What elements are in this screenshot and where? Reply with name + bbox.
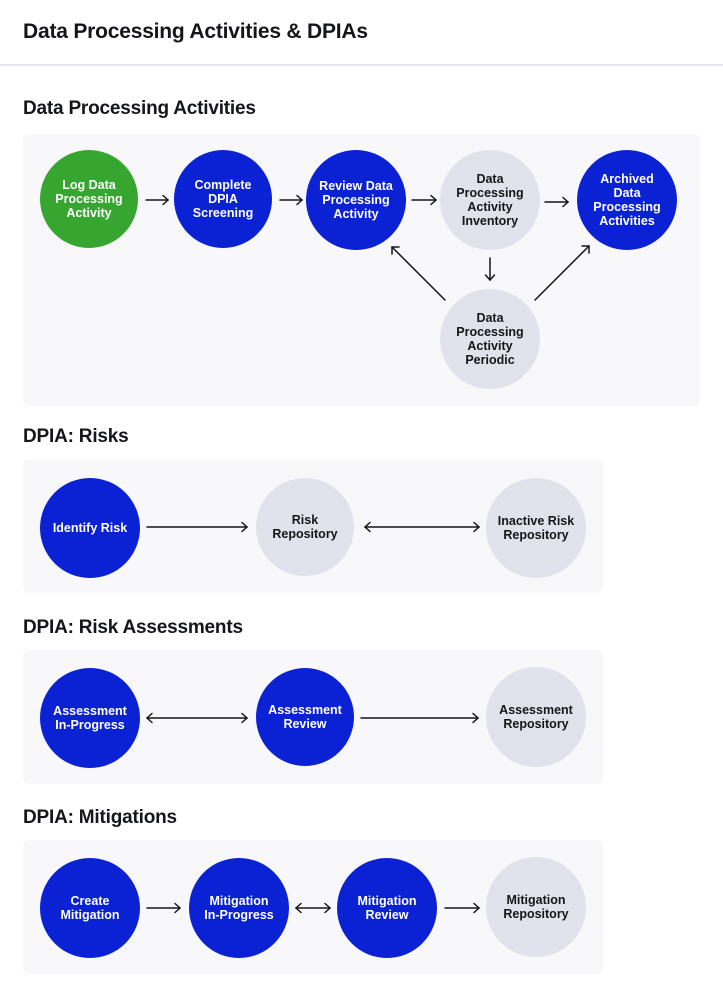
node-identify-risk[interactable]: Identify Risk xyxy=(40,478,140,578)
node-complete-dpia-screening[interactable]: Complete DPIA Screening xyxy=(174,150,272,248)
page-header: Data Processing Activities & DPIAs xyxy=(0,0,723,66)
node-label: Assessment Repository xyxy=(499,703,573,731)
arrow-identify-to-repository xyxy=(146,521,249,533)
node-label: Complete DPIA Screening xyxy=(192,178,254,220)
node-label: Archived Data Processing Activities xyxy=(593,172,661,228)
mitigations-arrows xyxy=(146,902,481,914)
arrow-log-to-screening xyxy=(145,194,170,206)
node-create-mitigation[interactable]: Create Mitigation xyxy=(40,858,140,958)
assessments-arrows xyxy=(145,712,480,724)
node-label: Assessment Review xyxy=(268,703,342,731)
node-label: Identify Risk xyxy=(52,521,128,535)
node-archived-dpa[interactable]: Archived Data Processing Activities xyxy=(577,150,677,250)
arrow-screening-to-review xyxy=(279,194,304,206)
node-label: Mitigation Review xyxy=(357,894,417,922)
arrow-repository-inactive-bidirectional xyxy=(363,521,481,533)
section-title-risks: DPIA: Risks xyxy=(23,426,129,447)
section-title-mitigations: DPIA: Mitigations xyxy=(23,807,177,828)
section-title-assessments: DPIA: Risk Assessments xyxy=(23,617,243,638)
node-label: Mitigation In-Progress xyxy=(204,894,274,922)
node-label: Risk Repository xyxy=(272,513,338,541)
arrow-review-to-inventory xyxy=(411,194,438,206)
node-mitigation-repository[interactable]: Mitigation Repository xyxy=(486,857,586,957)
dpa-arrows xyxy=(145,194,590,301)
arrow-inprogress-review-bidirectional xyxy=(145,712,249,724)
node-label: Create Mitigation xyxy=(60,894,120,922)
arrow-create-to-inprogress xyxy=(146,902,182,914)
node-label: Mitigation Repository xyxy=(503,893,569,921)
node-mitigation-in-progress[interactable]: Mitigation In-Progress xyxy=(189,858,289,958)
node-dpa-periodic[interactable]: Data Processing Activity Periodic xyxy=(440,289,540,389)
node-label: Data Processing Activity Inventory xyxy=(456,172,524,228)
node-label: Data Processing Activity Periodic xyxy=(456,311,524,367)
arrow-review-to-repository xyxy=(360,712,480,724)
node-label: Review Data Processing Activity xyxy=(319,179,393,221)
node-label: Inactive Risk Repository xyxy=(497,514,575,542)
assessments-flow-panel: Assessment In-Progress Assessment Review… xyxy=(23,650,603,784)
node-assessment-in-progress[interactable]: Assessment In-Progress xyxy=(40,668,140,768)
arrow-inventory-to-archived xyxy=(544,196,570,208)
node-assessment-review[interactable]: Assessment Review xyxy=(256,668,354,766)
node-review-dpa[interactable]: Review Data Processing Activity xyxy=(306,150,406,250)
node-label: Assessment In-Progress xyxy=(53,704,127,732)
section-title-dpa: Data Processing Activities xyxy=(23,98,256,119)
page-title: Data Processing Activities & DPIAs xyxy=(23,20,368,43)
node-label: Log Data Processing Activity xyxy=(55,178,123,220)
mitigations-flow-panel: Create Mitigation Mitigation In-Progress… xyxy=(23,840,603,974)
node-risk-repository[interactable]: Risk Repository xyxy=(256,478,354,576)
node-log-dpa[interactable]: Log Data Processing Activity xyxy=(40,150,138,248)
risks-flow-panel: Identify Risk Risk Repository Inactive R… xyxy=(23,459,603,593)
node-mitigation-review[interactable]: Mitigation Review xyxy=(337,858,437,958)
node-inactive-risk-repository[interactable]: Inactive Risk Repository xyxy=(486,478,586,578)
node-assessment-repository[interactable]: Assessment Repository xyxy=(486,667,586,767)
node-dpa-inventory[interactable]: Data Processing Activity Inventory xyxy=(440,150,540,250)
arrow-inprogress-review-bidirectional xyxy=(294,902,332,914)
arrow-review-to-repository xyxy=(444,902,481,914)
arrow-periodic-to-archived xyxy=(534,245,590,301)
arrow-periodic-to-review xyxy=(391,246,446,301)
arrow-inventory-to-periodic xyxy=(484,257,496,282)
dpa-flow-panel: Log Data Processing Activity Complete DP… xyxy=(23,134,700,406)
risks-arrows xyxy=(146,521,481,533)
